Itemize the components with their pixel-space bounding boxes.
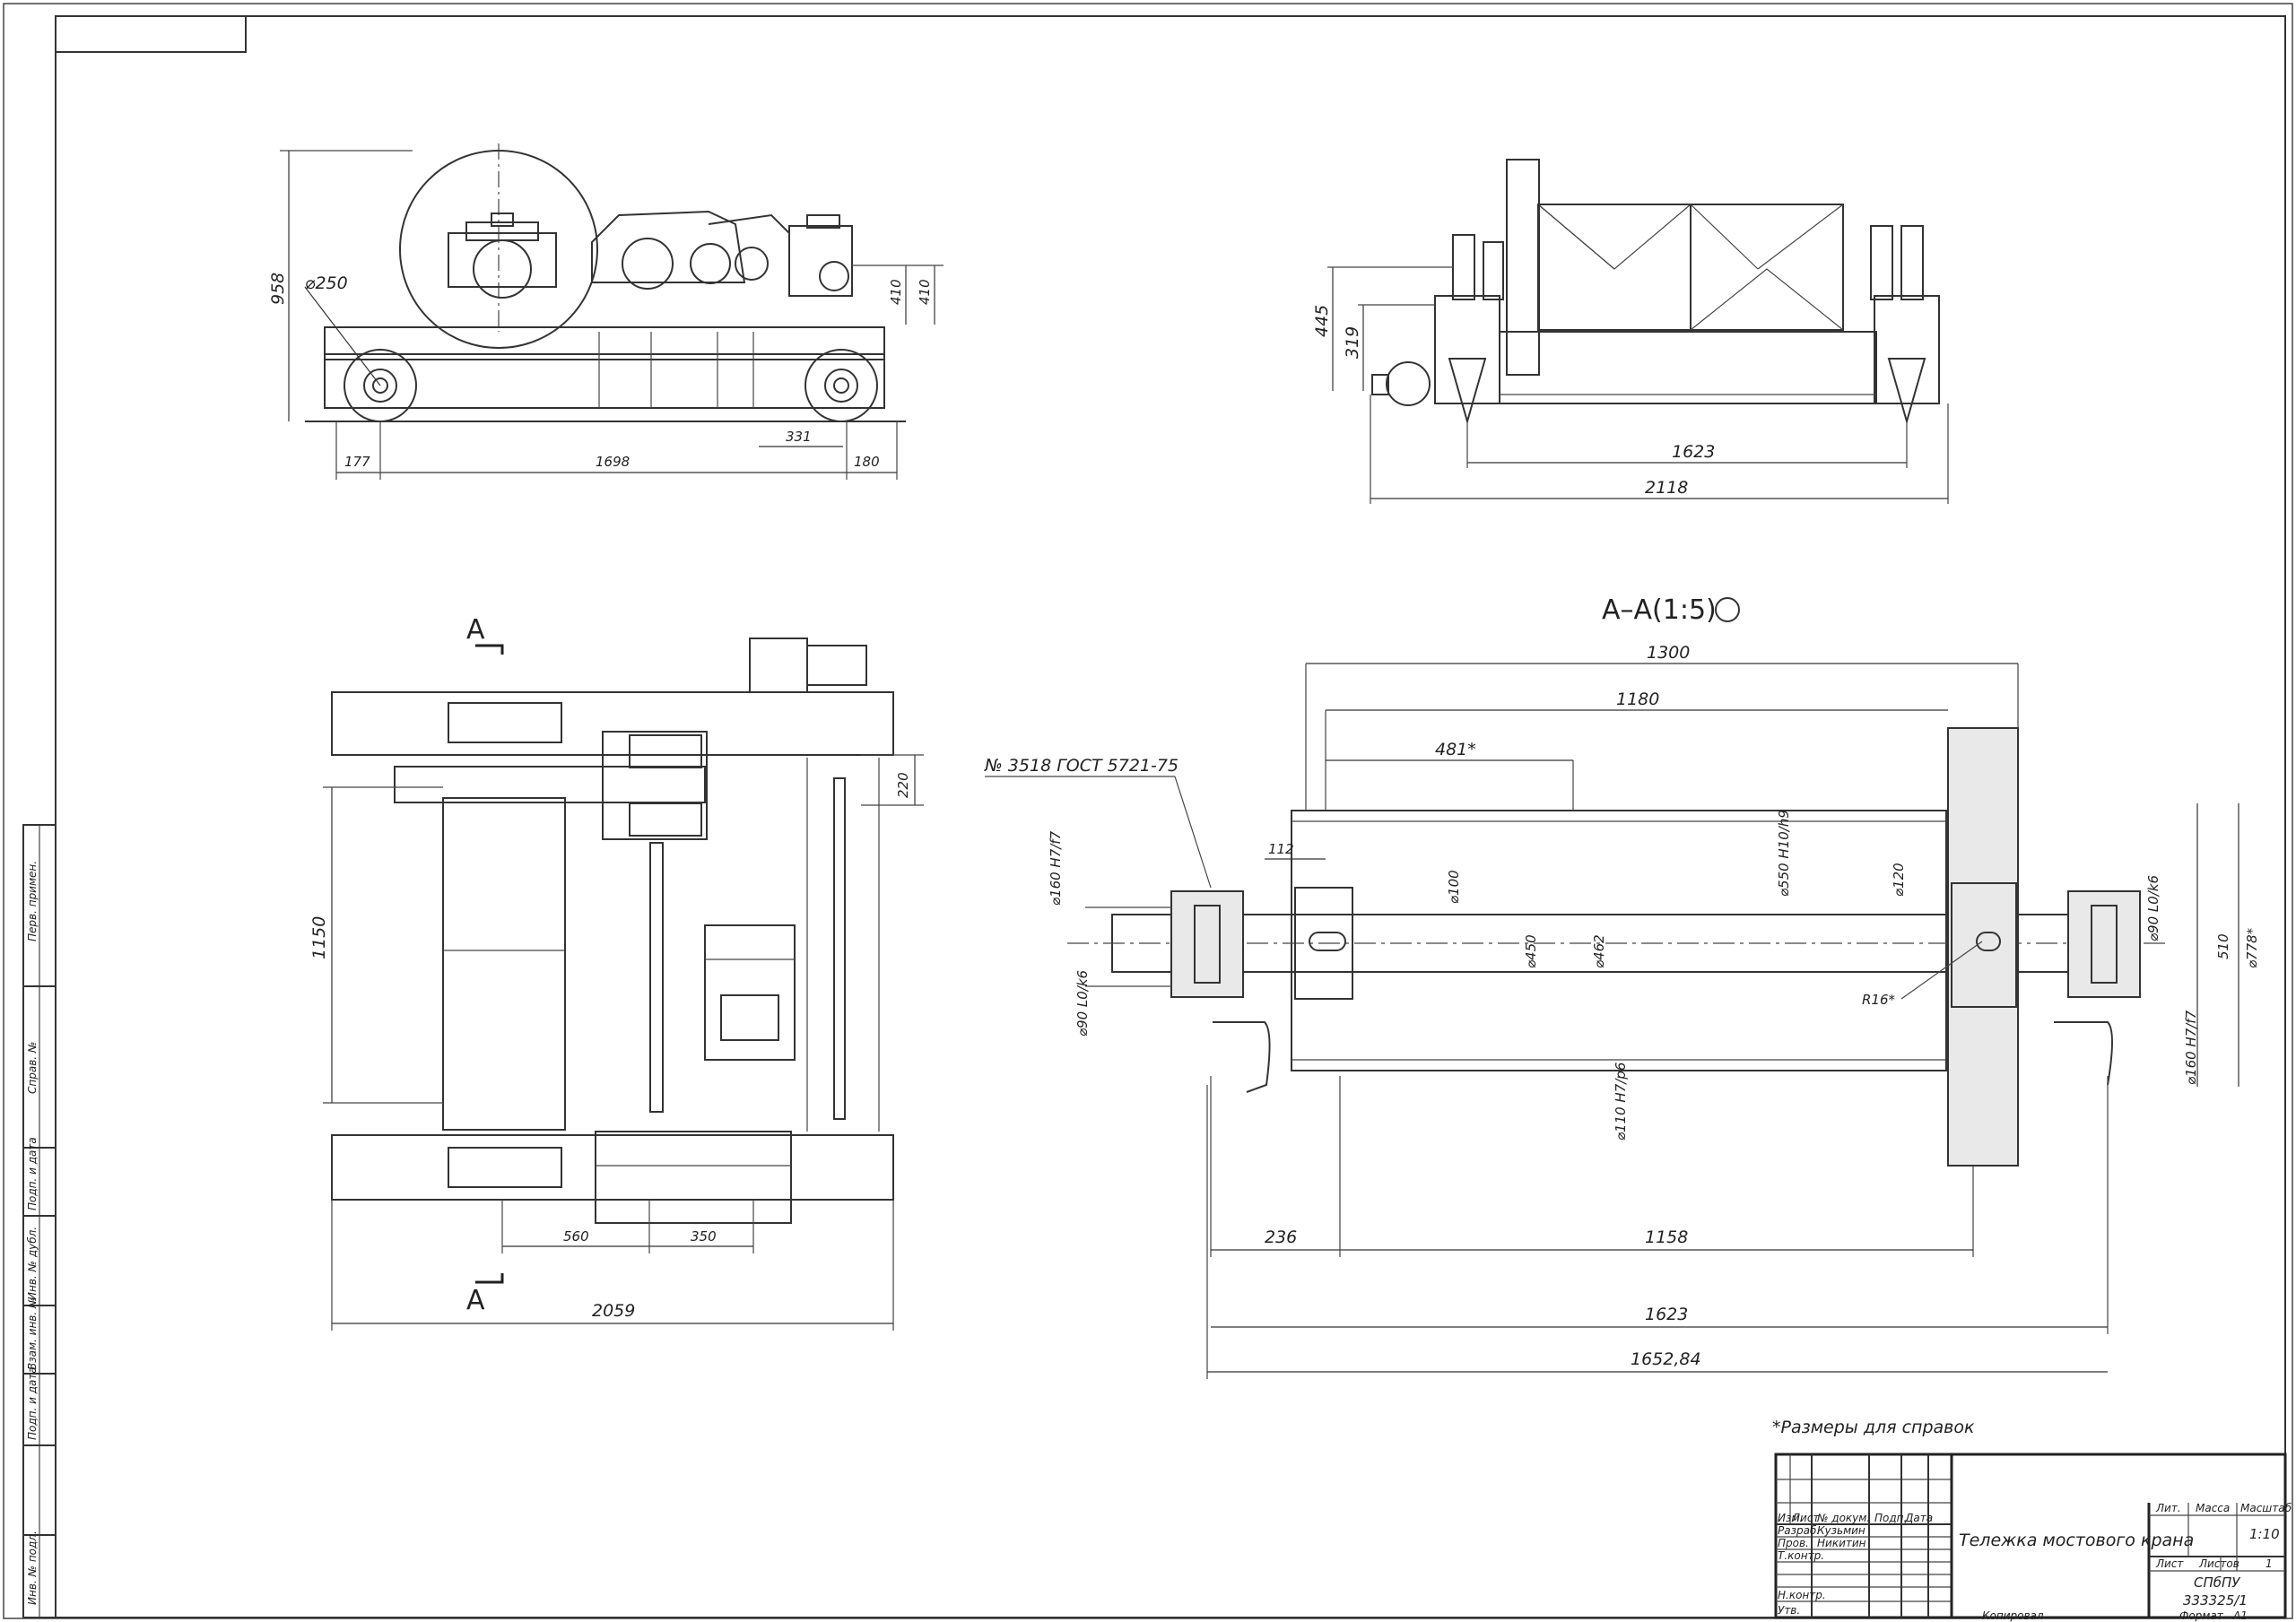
tb-list: Лист	[1791, 1512, 1820, 1524]
tb-doc: № докум.	[1816, 1512, 1870, 1524]
section-title: A–A(1:5)	[1602, 594, 1717, 626]
left-bearing-housing	[1170, 890, 1244, 998]
tb-date: Дата	[1904, 1512, 1933, 1524]
side-stamp-label-1: Перв. примен.	[26, 861, 39, 941]
side-view: 445 319 1623 2118	[1312, 159, 1949, 504]
tb-sheet-no: 1	[2266, 1557, 2273, 1570]
dim-958: 958	[268, 273, 288, 305]
tb-sheets-label: Листов	[2198, 1557, 2239, 1570]
tb-mass-label: Масса	[2196, 1502, 2230, 1514]
dim-1698: 1698	[596, 454, 630, 470]
dim-d250: ⌀250	[305, 273, 348, 293]
tb-role-nkontr: Н.контр.	[1778, 1589, 1826, 1601]
tb-name-razrab: Кузьмин	[1817, 1524, 1866, 1537]
tb-scale-label: Масштаб	[2240, 1502, 2292, 1514]
dim-section-1623: 1623	[1645, 1305, 1688, 1324]
dim-2118: 2118	[1645, 478, 1688, 498]
dim-side-1623: 1623	[1672, 442, 1715, 462]
reference-note: *Размеры для справок	[1772, 1418, 1975, 1437]
tb-name-prov: Никитин	[1817, 1537, 1866, 1549]
dim-177: 177	[344, 454, 370, 470]
dim-410-a: 410	[888, 279, 904, 305]
side-stamp-label-7: Инв. № подл.	[26, 1531, 39, 1605]
section-mark-a-top: A	[466, 614, 485, 646]
tb-lit-label: Лит.	[2155, 1502, 2181, 1514]
tb-role-prov: Пров.	[1778, 1537, 1809, 1549]
section-mark-a-bottom: A	[466, 1285, 485, 1316]
dim-phi160-left: ⌀160 H7/f7	[1048, 830, 1064, 906]
dim-phi450: ⌀450	[1523, 934, 1539, 968]
tb-sheet-label: Лист	[2155, 1557, 2184, 1570]
plan-view: A A 220	[309, 614, 924, 1331]
side-stamp-label-5: Взам. инв. №	[26, 1297, 39, 1370]
side-stamp-label-2: Справ. №	[26, 1042, 39, 1094]
dim-phi120: ⌀120	[1891, 863, 1907, 897]
right-gear-section	[1947, 727, 2019, 1167]
dim-350: 350	[691, 1228, 717, 1245]
tb-role-razrab: Разраб.	[1778, 1524, 1820, 1537]
dim-1150: 1150	[309, 916, 329, 959]
dim-2059: 2059	[592, 1301, 635, 1321]
tb-format-label: Формат	[2179, 1609, 2224, 1622]
dim-481: 481*	[1435, 740, 1476, 759]
dim-phi462: ⌀462	[1591, 934, 1607, 968]
dim-phi90-left: ⌀90 L0/k6	[1074, 970, 1091, 1037]
tb-docnum: 333325/1	[2183, 1592, 2248, 1609]
dim-560: 560	[563, 1228, 589, 1245]
tb-izm: Изм.	[1778, 1512, 1803, 1524]
tb-format: А1	[2232, 1609, 2248, 1622]
drawing-frame	[55, 15, 2286, 1618]
dim-r16: R16*	[1862, 992, 1896, 1008]
dim-1158: 1158	[1645, 1227, 1688, 1247]
tb-scale: 1:10	[2249, 1526, 2280, 1542]
side-stamp: Перв. примен. Справ. № Подп. и дата Инв.…	[22, 824, 57, 1618]
dim-220: 220	[895, 772, 911, 798]
dim-445: 445	[1312, 305, 1332, 337]
dim-112: 112	[1268, 841, 1294, 857]
top-left-stamp	[55, 15, 247, 53]
dim-phi110: ⌀110 H7/p6	[1613, 1063, 1629, 1141]
dim-1652: 1652,84	[1631, 1349, 1701, 1369]
dim-phi550: ⌀550 H10/h9	[1776, 810, 1792, 897]
tb-sign: Подп.	[1874, 1512, 1907, 1524]
side-stamp-label-4: Инв. № дубл.	[26, 1227, 39, 1300]
title-block: Изм. Лист № докум. Подп. Дата Разраб. Ку…	[1774, 1453, 2292, 1619]
side-stamp-label-3: Подп. и дата	[26, 1137, 39, 1210]
side-stamp-label-6: Подп. и дата	[26, 1366, 39, 1440]
dim-180: 180	[854, 454, 880, 470]
dim-410-b: 410	[917, 279, 933, 305]
right-bearing-housing	[2067, 890, 2141, 998]
tb-title: Тележка мостового крана	[1959, 1531, 2194, 1550]
tb-role-tkontr: Т.контр.	[1778, 1549, 1824, 1562]
dim-1300: 1300	[1647, 643, 1690, 663]
tb-org: СПбПУ	[2194, 1574, 2240, 1591]
front-view: 958 ⌀250 410 410 331 177 1698 180	[268, 143, 944, 480]
tb-copied: Копировал	[1982, 1609, 2044, 1622]
dim-319: 319	[1343, 326, 1362, 359]
dim-phi90-right: ⌀90 L0/k6	[2145, 875, 2161, 941]
dim-phi160-right: ⌀160 H7/f7	[2183, 1010, 2199, 1085]
dim-phi778: ⌀778*	[2244, 927, 2260, 968]
dim-510: 510	[2215, 933, 2231, 959]
section-view: A–A(1:5) № 3518 ГОСТ 5721-75 1300	[984, 594, 2260, 1379]
tb-role-utv: Утв.	[1778, 1604, 1800, 1617]
dim-1180: 1180	[1616, 690, 1659, 709]
dim-331: 331	[786, 429, 812, 445]
dim-236: 236	[1265, 1227, 1297, 1247]
bearing-note: № 3518 ГОСТ 5721-75	[984, 756, 1178, 776]
dim-phi100: ⌀100	[1446, 870, 1462, 904]
